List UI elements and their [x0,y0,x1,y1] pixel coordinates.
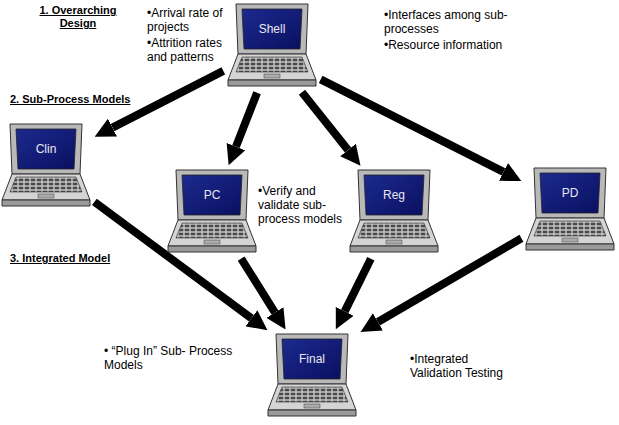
flow-arrow [236,93,257,147]
laptop-node: Reg [348,168,440,256]
bullet-note: • “Plug In” Sub- Process Models [104,344,254,372]
section-heading: 3. Integrated Model [10,252,170,265]
screen-label: PC [183,177,241,213]
bullet-note: •Arrival rate of projects [147,6,239,34]
laptop-icon [266,332,358,420]
bullet-note: •Integrated Validation Testing [410,352,520,380]
laptop-icon [166,168,258,256]
laptop-icon [226,2,318,90]
laptop-icon [348,168,440,256]
section-heading: 2. Sub-Process Models [10,93,170,106]
section-heading: 1. Overarching Design [38,4,118,30]
bullet-note: •Interfaces among sub-processes [384,8,534,36]
laptop-node: Final [266,332,358,420]
laptop-node: PD [524,166,616,254]
screen-label: Clin [17,131,75,167]
screen-label: Final [283,341,341,377]
flow-arrow [321,79,504,172]
bullet-note: •Resource information [384,38,534,52]
laptop-icon [524,166,616,254]
screen-label: Shell [243,11,301,47]
flow-arrow [345,259,371,312]
bullet-note: •Attrition rates and patterns [147,36,239,64]
screen-label: Reg [365,177,423,213]
laptop-node: Clin [0,122,92,210]
flow-arrow [302,92,348,150]
flow-arrow [241,259,275,313]
bullet-note: •Verify and validate sub-process models [258,184,350,226]
laptop-icon [0,122,92,210]
laptop-node: PC [166,168,258,256]
laptop-node: Shell [226,2,318,90]
screen-label: PD [541,175,599,211]
